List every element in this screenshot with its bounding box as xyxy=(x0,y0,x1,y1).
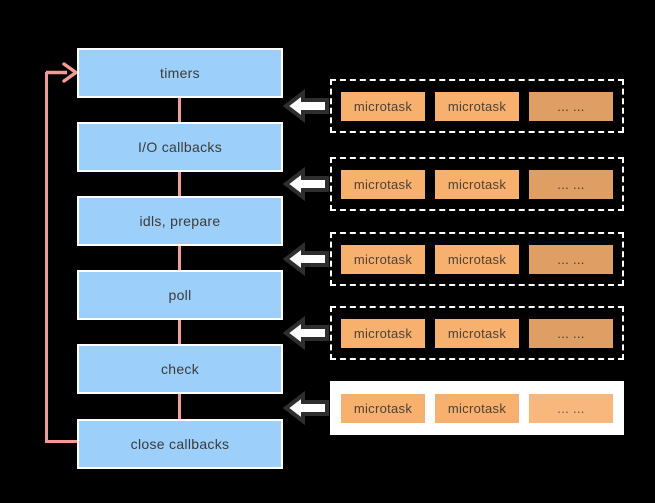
phase-label: idls, prepare xyxy=(139,213,221,229)
phase-label: timers xyxy=(160,65,200,81)
microtask-item: microtask xyxy=(435,244,519,274)
microtask-item: microtask xyxy=(341,169,425,199)
microtask-ellipsis: ... ... xyxy=(529,244,613,274)
left-arrow-icon xyxy=(283,167,329,201)
microtask-ellipsis: ... ... xyxy=(529,91,613,121)
left-arrow-icon xyxy=(283,316,329,350)
microtask-ellipsis: ... ... xyxy=(529,393,613,423)
left-arrow-icon xyxy=(283,242,329,276)
microtask-ellipsis: ... ... xyxy=(529,169,613,199)
left-arrow-icon xyxy=(283,391,329,425)
phase-label: close callbacks xyxy=(130,436,230,452)
microtask-item: microtask xyxy=(435,169,519,199)
microtask-ellipsis: ... ... xyxy=(529,318,613,348)
microtask-item: microtask xyxy=(341,244,425,274)
microtask-item: microtask xyxy=(435,318,519,348)
phase-label: poll xyxy=(168,287,192,303)
loop-line-bottom xyxy=(45,440,78,443)
phase-box-poll: poll xyxy=(77,270,283,320)
loop-line-vertical xyxy=(45,72,48,442)
microtask-item: microtask xyxy=(435,393,519,423)
microtask-item: microtask xyxy=(341,91,425,121)
phase-box-close-callbacks: close callbacks xyxy=(77,419,283,469)
phase-box-idle-prepare: idls, prepare xyxy=(77,196,283,246)
phase-box-io-callbacks: I/O callbacks xyxy=(77,122,283,172)
microtask-item: microtask xyxy=(435,91,519,121)
microtask-queue-2: microtask microtask ... ... xyxy=(330,157,624,211)
microtask-item: microtask xyxy=(341,318,425,348)
left-arrow-icon xyxy=(283,89,329,123)
loop-arrowhead-icon xyxy=(46,62,78,83)
phase-label: I/O callbacks xyxy=(137,139,223,155)
microtask-queue-1: microtask microtask ... ... xyxy=(330,79,624,133)
phase-box-check: check xyxy=(77,344,283,394)
microtask-queue-3: microtask microtask ... ... xyxy=(330,232,624,286)
phase-box-timers: timers xyxy=(77,48,283,98)
microtask-queue-5: microtask microtask ... ... xyxy=(330,381,624,435)
microtask-item: microtask xyxy=(341,393,425,423)
phase-connector-line xyxy=(178,73,181,444)
phase-label: check xyxy=(160,361,200,377)
microtask-queue-4: microtask microtask ... ... xyxy=(330,306,624,360)
